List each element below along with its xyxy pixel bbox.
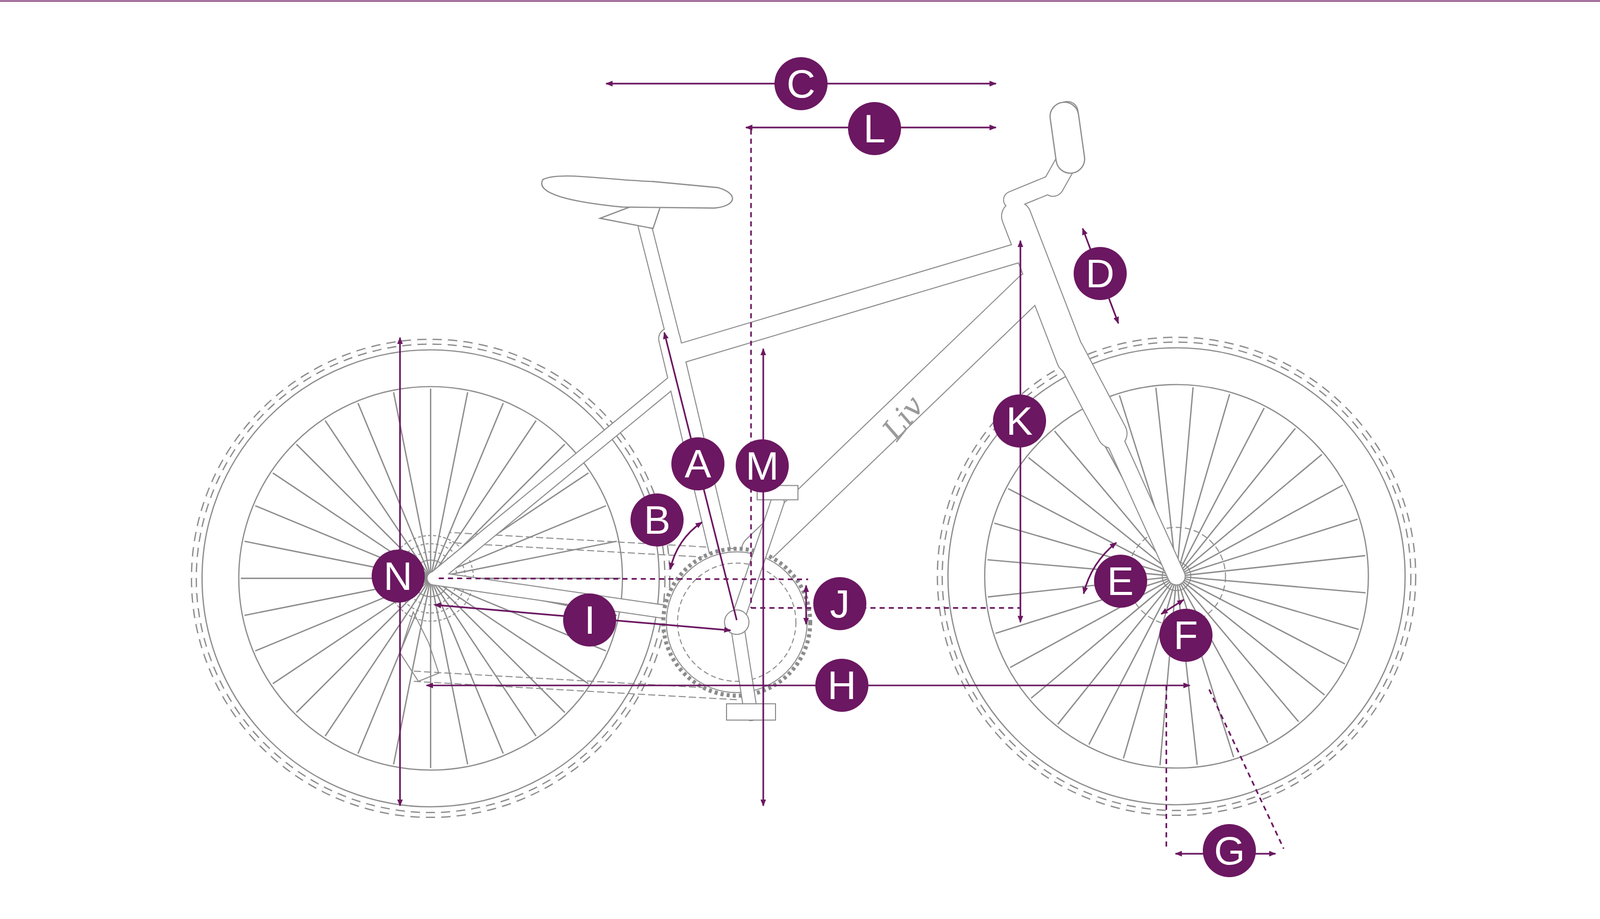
circle-fill (774, 57, 828, 111)
callout-letter: K (992, 394, 1047, 448)
circle-fill (992, 394, 1047, 448)
saddle (541, 176, 733, 229)
circle-fill (735, 439, 789, 493)
callout-number: M (745, 446, 780, 487)
circle-fill (815, 659, 869, 713)
callout-letter: B (630, 493, 684, 547)
front-wheel (939, 340, 1414, 814)
circle-fill (1094, 554, 1148, 609)
circle-fill (1073, 247, 1127, 301)
circle-fill (371, 549, 425, 603)
callout-number: G (1214, 831, 1246, 871)
callout-number: E (1107, 561, 1134, 602)
callout-number: K (1006, 401, 1033, 442)
callout-letter: M (735, 439, 789, 493)
callout-letter: H (815, 659, 869, 713)
callout-letter: C (774, 57, 828, 111)
callout-number: F (1173, 615, 1199, 656)
callout-letter: I (563, 593, 617, 647)
callout-letter: G (1202, 824, 1256, 878)
callout-number: J (829, 584, 850, 624)
callout-letter: N (371, 549, 425, 603)
frame (433, 112, 1177, 623)
callout-number: H (827, 665, 857, 706)
dimension-lines (400, 83, 1284, 855)
circle-fill (630, 493, 684, 547)
circle-fill (847, 102, 902, 156)
callout-number: N (383, 556, 412, 597)
callout-number: L (863, 108, 886, 149)
brand-logo: Liv (877, 391, 929, 446)
callout-letter: L (847, 102, 902, 156)
frame-fill (433, 112, 1177, 623)
circle-fill (671, 437, 725, 491)
callout-number: D (1085, 253, 1114, 294)
circle-fill (563, 593, 617, 647)
callout-number: C (786, 63, 816, 104)
grip (1048, 100, 1087, 176)
circle-fill (1159, 609, 1213, 663)
circle-fill (813, 577, 867, 631)
callout-letter: D (1073, 247, 1127, 301)
top-rule (0, 0, 1600, 2)
callout-number: I (584, 600, 596, 641)
callout-number: B (643, 500, 671, 541)
callout-letter: F (1159, 609, 1213, 663)
callout-letter: J (813, 577, 867, 631)
circle-fill (1202, 824, 1256, 878)
callout-number: A (684, 444, 712, 484)
callout-letter: E (1094, 554, 1148, 609)
callout-letter: A (671, 437, 725, 491)
